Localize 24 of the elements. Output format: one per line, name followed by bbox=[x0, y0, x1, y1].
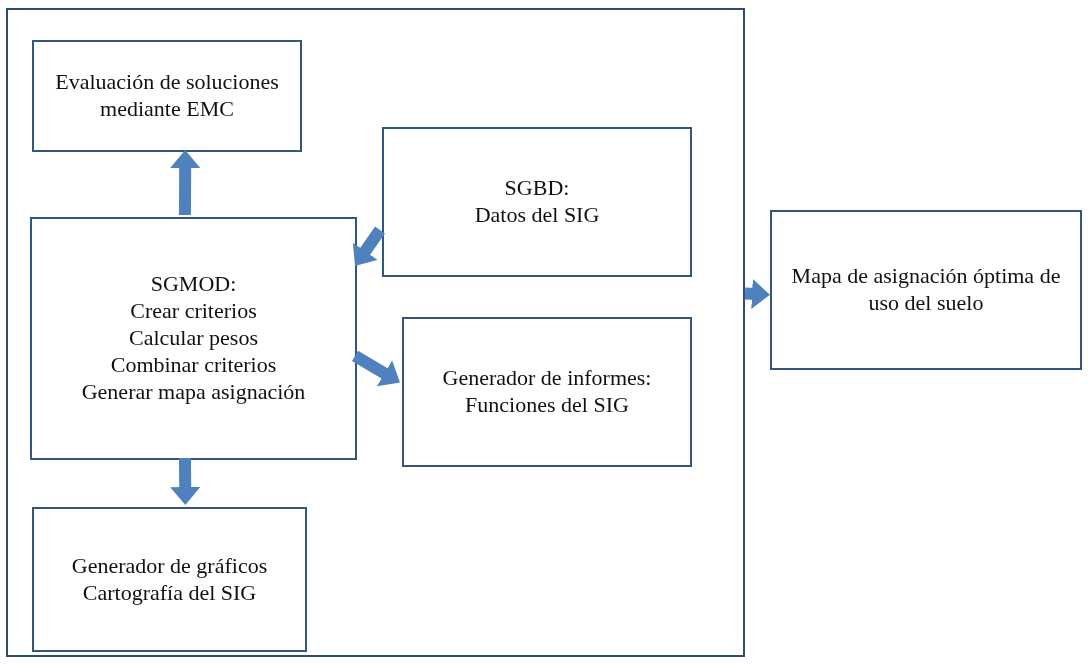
box-text: Mapa de asignación óptima de uso del suelo bbox=[790, 263, 1062, 317]
box-text: Cartografía del SIG bbox=[82, 579, 257, 607]
box-text: Combinar criterios bbox=[110, 351, 277, 379]
block-arrow bbox=[170, 150, 201, 216]
process-box bbox=[32, 507, 307, 652]
process-box bbox=[402, 317, 692, 467]
process-box bbox=[382, 127, 692, 277]
container-box bbox=[6, 8, 745, 657]
box-text: Generador de informes: Funciones del SIG bbox=[441, 365, 653, 419]
process-box bbox=[770, 210, 1082, 370]
box-text: SGBD: bbox=[504, 175, 570, 202]
box-text: Generador de gráficos bbox=[71, 552, 268, 580]
box-text: SGMOD: bbox=[150, 271, 237, 299]
block-arrow bbox=[744, 278, 770, 309]
process-box bbox=[32, 40, 302, 152]
block-arrow bbox=[351, 350, 400, 387]
box-text: Evaluación de soluciones mediante EMC bbox=[54, 69, 280, 123]
process-box bbox=[30, 217, 357, 460]
box-text: Crear criterios bbox=[130, 298, 257, 326]
block-arrow bbox=[352, 226, 385, 267]
box-text: Calcular pesos bbox=[129, 325, 258, 352]
box-text: Datos del SIG bbox=[474, 202, 600, 229]
box-text: Generar mapa asignación bbox=[81, 378, 306, 406]
block-arrow bbox=[170, 457, 201, 505]
